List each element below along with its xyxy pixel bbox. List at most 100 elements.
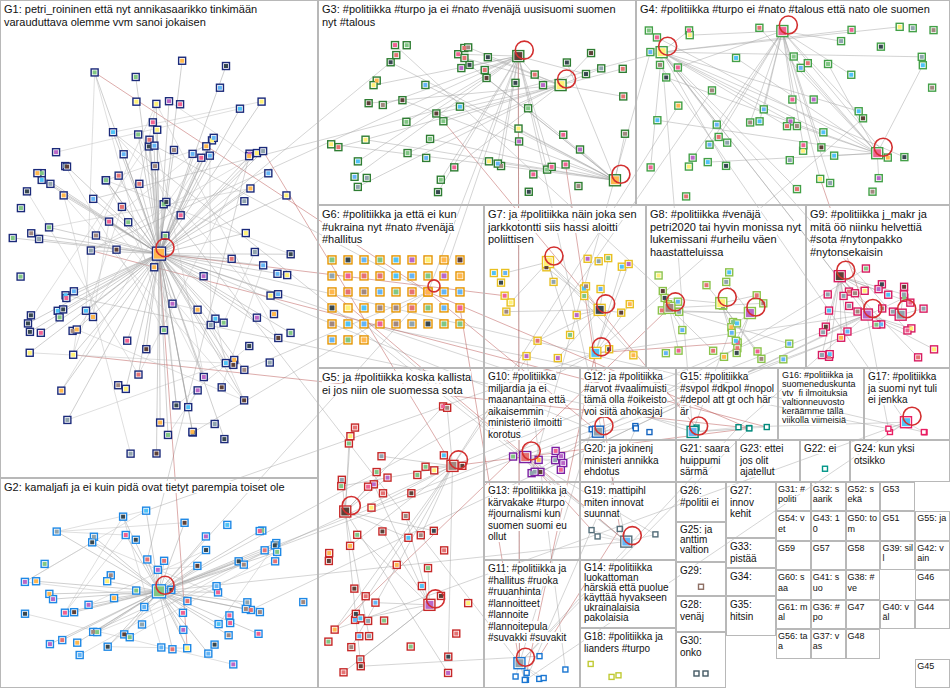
vertex-square [694,671,699,676]
vertex-square [194,562,201,569]
group-label: G20: ja jokinenj ministeri annikka ehdot… [584,443,658,477]
vertex-avatar [365,176,369,180]
group-link [331,144,615,180]
vertex-avatar [272,312,276,316]
vertex-avatar [821,130,825,134]
vertex-square [679,327,686,334]
vertex-square [328,336,336,344]
vertex-square [723,162,730,169]
vertex-avatar [439,594,443,598]
vertex-avatar [526,106,530,110]
group-link [113,132,159,253]
vertex-avatar [63,611,67,615]
group-label-wrap: G13: #politiikka ja kärvakake #turpo #jo… [485,483,579,545]
vertex-square [370,82,377,89]
vertex-avatar [301,600,305,604]
self-loop [898,300,916,318]
group-label-wrap: G56: taa [777,630,810,653]
vertex-square [90,195,97,202]
vertex-square [875,175,882,182]
vertex-avatar [436,190,440,194]
vertex-square [166,98,173,105]
vertex-avatar [648,50,652,54]
group-link [678,31,782,67]
vertex-avatar [48,642,52,646]
group-label-wrap: G1: petri_roininen että nyt annikasaarik… [1,1,317,30]
vertex-avatar [916,355,920,359]
vertex-avatar [352,587,356,591]
vertex-avatar [208,154,212,158]
vertex-avatar [112,596,116,600]
vertex-square [618,263,625,270]
group-link [169,101,249,156]
vertex-square [351,173,358,180]
vertex-avatar [91,197,95,201]
group-label: G11: #politiikka ja #hallitus #ruoka #ru… [488,563,566,643]
vertex-avatar [922,307,926,311]
group-link [65,517,123,613]
group-label: G41: suo [813,572,840,592]
cross-links [66,45,925,680]
self-loop [516,648,534,666]
vertex-square [220,319,227,326]
group-link [345,511,361,666]
vertex-avatar [375,79,379,83]
vertex-square [102,177,109,184]
vertex-square [261,547,268,554]
vertex-square [756,24,763,31]
vertex-square [824,291,831,298]
group-link [61,254,159,391]
vertex-square [347,433,354,440]
group-panel: G47 [846,600,881,629]
group-link [335,466,453,630]
group-label: G26: #politii ei [680,485,719,508]
vertex-square [557,466,564,473]
vertex-square [135,371,142,378]
group-links [13,27,934,680]
vertex-avatar [26,321,30,325]
vertex-square [909,25,916,32]
vertex-avatar [801,143,805,147]
vertex-avatar [553,458,557,462]
vertex-avatar [496,162,500,166]
vertex-avatar [366,619,370,623]
vertex-square [583,71,590,78]
group-link [345,406,443,511]
group-link [62,591,159,640]
vertex-square [46,224,53,231]
group-link [168,390,198,435]
group-link [42,180,159,254]
vertex-square [756,118,763,125]
group-link [28,130,157,324]
self-loop [592,338,610,356]
vertex-avatar [606,256,610,260]
group-label: G6: #politiikka ja että ei kun #ukraina … [322,208,457,245]
vertex-avatar [284,193,288,197]
vertex-square [417,532,424,539]
vertex-square [440,118,447,125]
group-link [219,543,277,624]
vertex-square [818,144,825,151]
vertex-avatar [492,271,496,275]
vertex-square [36,236,43,243]
vertex-avatar [393,43,397,47]
vertex-square [513,674,518,679]
vertex-avatar [60,638,64,642]
group-label: G37: vas [813,631,840,651]
vertex-avatar [441,404,445,408]
vertex-avatar [826,62,830,66]
vertex-square [347,542,354,549]
vertex-avatar [559,468,563,472]
vertex-avatar [191,152,195,156]
group-label: G53 [882,484,899,494]
group-link [156,104,278,338]
group-panel: G38: #ve [846,570,881,599]
vertex-square [747,426,752,431]
vertex-square [157,419,164,426]
vertex-avatar [378,273,383,278]
vertex-avatar [220,385,224,389]
vertex-avatar [828,352,832,356]
vertex-avatar [346,305,351,310]
vertex-avatar [821,330,825,334]
vertex-avatar [366,485,370,489]
